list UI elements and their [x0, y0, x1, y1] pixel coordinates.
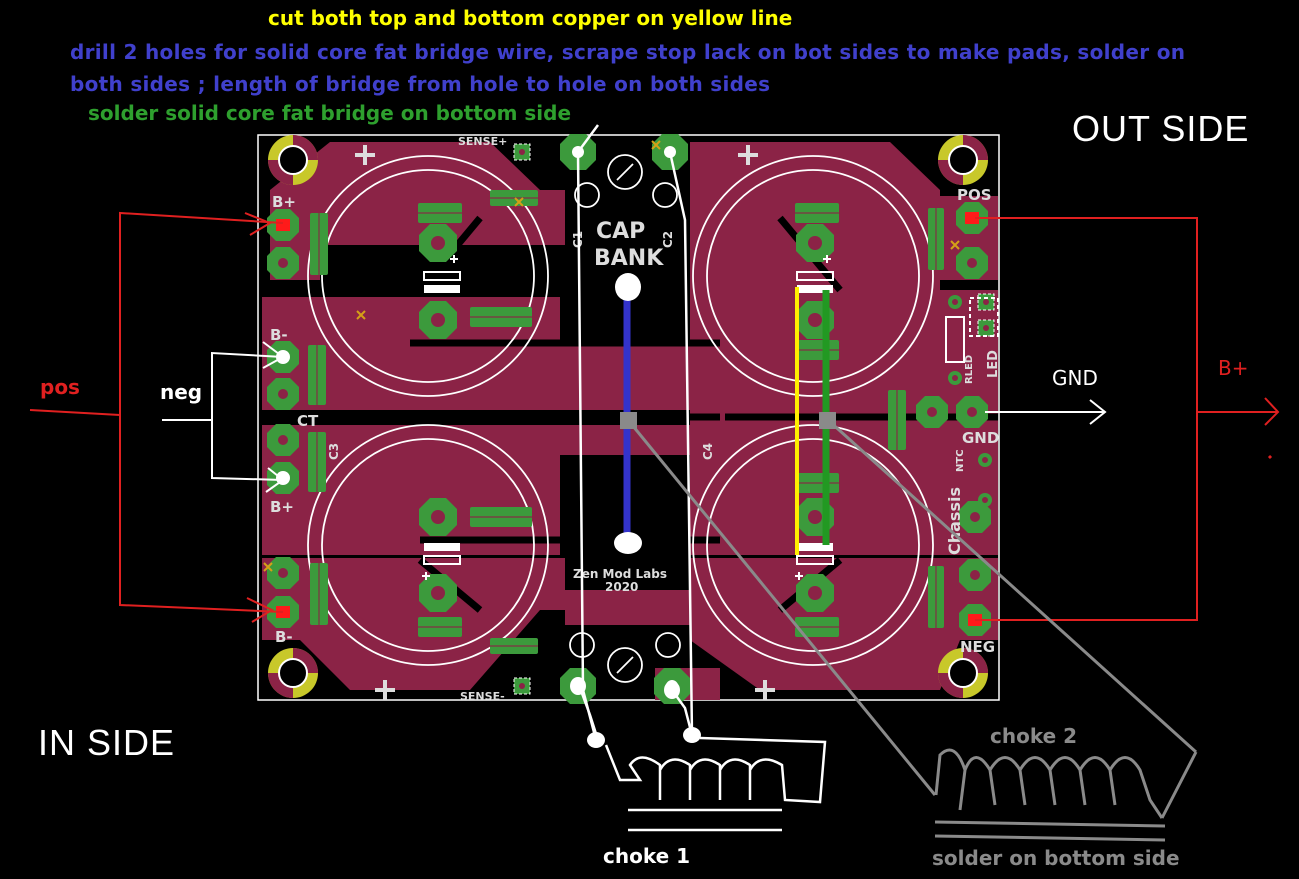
- in-side-label: IN SIDE: [38, 722, 176, 763]
- choke-2-label: choke 2: [990, 724, 1078, 748]
- silk-ntc: NTC: [955, 449, 966, 472]
- choke-1-dots: [570, 677, 701, 748]
- silk-led: LED: [986, 350, 1001, 378]
- board-outline: [257, 134, 1000, 701]
- note-solder-bridge: solder solid core fat bridge on bottom s…: [88, 101, 572, 125]
- neg-wires: [162, 341, 285, 493]
- silk-c4: C4: [701, 443, 715, 460]
- silk-ct: CT: [297, 412, 319, 430]
- silk-c2: C2: [661, 231, 675, 248]
- silk-b-plus-bottom: B+: [270, 498, 294, 516]
- silk-sense-bottom: SENSE-: [460, 690, 505, 703]
- cap-pads: [419, 224, 834, 612]
- note-drill-holes-line2: both sides ; length of bridge from hole …: [70, 72, 771, 96]
- note-cut-copper: cut both top and bottom copper on yellow…: [268, 6, 793, 30]
- choke-1-label: choke 1: [603, 844, 691, 868]
- silk-b-plus-top: B+: [272, 193, 296, 211]
- cap-symbols: [422, 255, 834, 580]
- plus-marks: [355, 145, 775, 700]
- silk-neg: NEG: [960, 638, 995, 656]
- solder-bottom-label: solder on bottom side: [932, 846, 1180, 870]
- note-drill-holes-line1: drill 2 holes for solid core fat bridge …: [70, 40, 1186, 64]
- choke-1: [576, 124, 827, 832]
- silk-chassis: Chassis: [945, 487, 964, 555]
- silk-pos: POS: [957, 186, 992, 204]
- silk-bank: BANK: [594, 246, 664, 271]
- silk-cap: CAP: [596, 219, 645, 244]
- choke-2: [626, 418, 1198, 842]
- gnd-arrow: [985, 399, 1107, 425]
- mounting-holes: [268, 135, 988, 698]
- silk-text: SENSE+ SENSE- B+ B- CT B+ B- CAP BANK PO…: [270, 135, 1001, 703]
- silk-sense-top: SENSE+: [458, 135, 507, 148]
- pos-label: pos: [40, 375, 80, 399]
- neg-label: neg: [160, 380, 203, 404]
- silk-rled: RLED: [964, 355, 975, 384]
- via-dots: [316, 197, 937, 647]
- silk-gnd: GND: [962, 429, 999, 447]
- silk-maker: Zen Mod Labs: [573, 567, 667, 581]
- silk-year: 2020: [605, 580, 638, 594]
- isolation-gaps: [262, 215, 998, 613]
- silk-b-minus: B-: [270, 326, 288, 344]
- silk-b-minus-bottom: B-: [275, 628, 293, 646]
- rled-outline: [945, 297, 999, 363]
- x-marks: [263, 140, 960, 572]
- gnd-label: GND: [1052, 366, 1098, 390]
- capacitor-outlines: [307, 155, 934, 666]
- out-side-label: OUT SIDE: [1072, 108, 1250, 149]
- b-plus-label: B+: [1218, 356, 1249, 380]
- red-wires: [29, 211, 1280, 623]
- silk-c3: C3: [327, 443, 341, 460]
